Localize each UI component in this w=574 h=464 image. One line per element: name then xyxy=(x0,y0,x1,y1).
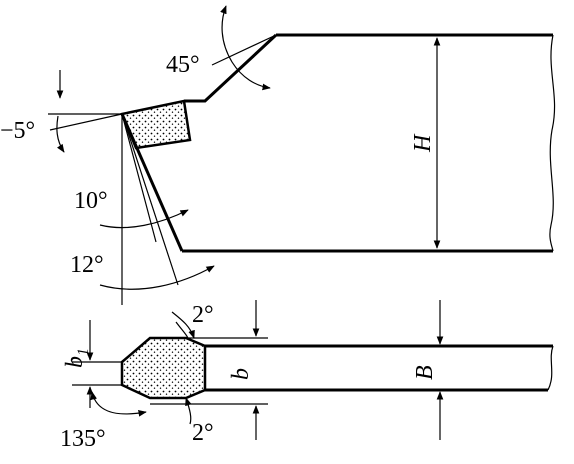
b-dimension xyxy=(150,300,268,440)
angle-neg5-label: −5° xyxy=(0,118,35,144)
angle-10-label: 10° xyxy=(74,188,108,214)
height-H-label: H xyxy=(410,133,436,153)
b1-dimension xyxy=(72,320,122,408)
angle-12-label: 12° xyxy=(70,252,104,278)
angle-135-marks xyxy=(90,391,147,417)
b1-label: b1 xyxy=(62,348,92,368)
angle-135-label: 135° xyxy=(60,426,106,452)
width-b-label: b xyxy=(228,368,254,380)
rake-angle-lines xyxy=(48,70,123,153)
insert-plan-view xyxy=(120,336,207,400)
angle-45-label: 45° xyxy=(166,52,200,78)
angle-45-marks xyxy=(211,5,277,91)
angle-2-top-label: 2° xyxy=(192,302,214,328)
clearance-lines xyxy=(99,113,215,305)
angle-2-top-marks xyxy=(171,311,195,339)
width-B-label: B xyxy=(412,365,438,380)
carbide-insert xyxy=(120,99,192,150)
angle-2-bottom-marks xyxy=(185,397,192,425)
shank-outline xyxy=(205,344,554,392)
angle-2-bottom-label: 2° xyxy=(192,420,214,446)
